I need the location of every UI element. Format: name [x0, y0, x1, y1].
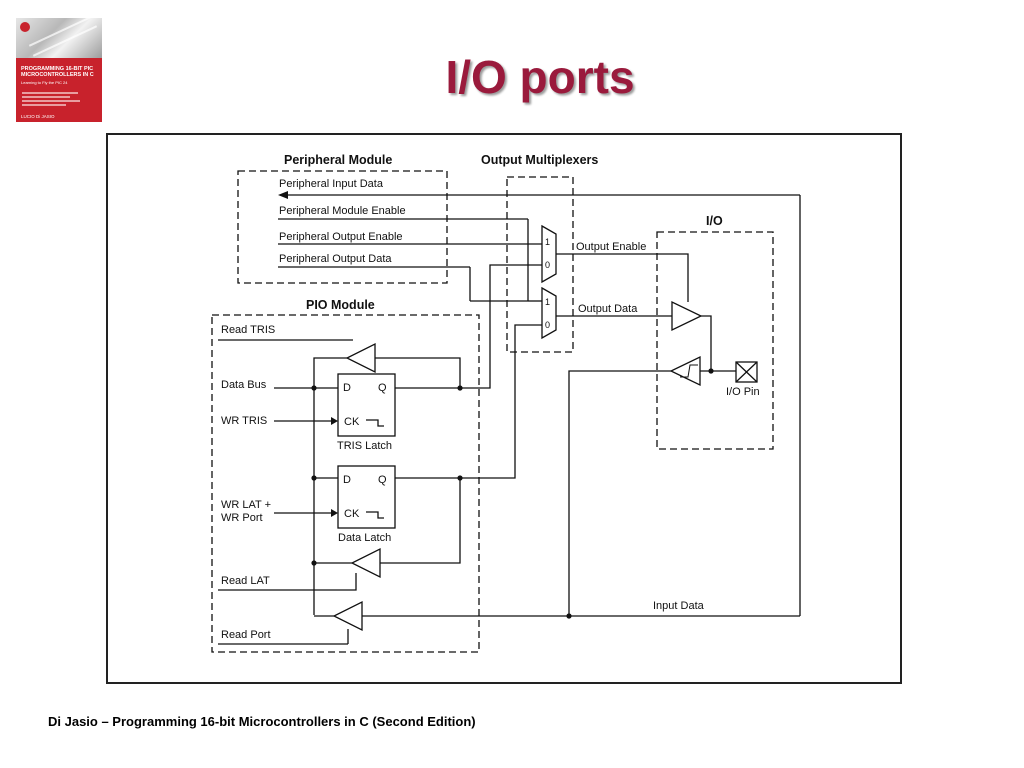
mux1-input-1-label: 1: [545, 237, 550, 247]
wr-lat-label: WR LAT +: [221, 499, 271, 511]
tris-latch-q-label: Q: [378, 382, 387, 394]
data-bus-label: Data Bus: [221, 379, 267, 391]
io-pin-label: I/O Pin: [726, 386, 760, 398]
cover-graphic: [16, 18, 102, 58]
port-read-buffer: [332, 600, 363, 632]
output-data-mux: [541, 286, 557, 340]
signal-peripheral-output-enable: Peripheral Output Enable: [279, 231, 403, 243]
signal-peripheral-input-data: Peripheral Input Data: [279, 178, 384, 190]
read-port-label: Read Port: [221, 629, 271, 641]
output-multiplexers-box: [506, 176, 574, 353]
tris-latch-d-label: D: [343, 382, 351, 394]
slide-title: I/O ports: [445, 51, 635, 103]
mux2-input-0-label: 0: [545, 320, 550, 330]
read-tris-label: Read TRIS: [221, 324, 275, 336]
lat-read-buffer: [350, 547, 381, 579]
output-buffer: [671, 300, 703, 332]
read-lat-label: Read LAT: [221, 575, 270, 587]
tris-read-buffer: [345, 342, 376, 374]
book-subtitle: Learning to Fly the PIC 24: [21, 80, 68, 85]
data-latch: [337, 465, 396, 529]
slide-footer: Di Jasio – Programming 16-bit Microcontr…: [48, 714, 476, 729]
peripheral-module-box: [237, 170, 448, 284]
book-title: PROGRAMMING 16-BIT PIC MICROCONTROLLERS …: [21, 66, 94, 78]
data-latch-q-label: Q: [378, 474, 387, 486]
data-latch-label: Data Latch: [338, 532, 391, 544]
output-enable-mux: [541, 224, 557, 284]
tris-latch-label: TRIS Latch: [337, 440, 392, 452]
book-author: LUCIO Di JASIO: [21, 114, 55, 119]
mux2-input-1-label: 1: [545, 297, 550, 307]
tris-latch-ck-label: CK: [344, 416, 360, 428]
io-port-diagram: Peripheral Module Peripheral Input Data …: [211, 153, 801, 653]
peripheral-module-title: Peripheral Module: [284, 153, 392, 167]
publisher-logo-icon: [20, 22, 30, 32]
output-multiplexers-title: Output Multiplexers: [481, 153, 598, 167]
output-data-label: Output Data: [578, 303, 638, 315]
io-pin-icon: [735, 361, 758, 383]
output-enable-label: Output Enable: [576, 241, 646, 253]
io-title: I/O: [706, 214, 723, 228]
data-latch-d-label: D: [343, 474, 351, 486]
pio-module-title: PIO Module: [306, 298, 375, 312]
peripheral-input-arrow: [278, 191, 288, 199]
mux1-input-0-label: 0: [545, 260, 550, 270]
signal-peripheral-output-data: Peripheral Output Data: [279, 253, 392, 265]
input-schmitt-buffer: [669, 355, 701, 387]
book-cover-image: PROGRAMMING 16-BIT PIC MICROCONTROLLERS …: [16, 18, 102, 122]
data-latch-ck-label: CK: [344, 508, 360, 520]
io-box: [656, 231, 774, 450]
wr-tris-label: WR TRIS: [221, 415, 267, 427]
tris-latch: [337, 373, 396, 437]
signal-peripheral-module-enable: Peripheral Module Enable: [279, 205, 406, 217]
wr-port-label: WR Port: [221, 512, 263, 524]
pio-module-box: [211, 314, 480, 653]
input-data-label: Input Data: [653, 600, 705, 612]
diagram-frame: Peripheral Module Peripheral Input Data …: [106, 133, 902, 684]
